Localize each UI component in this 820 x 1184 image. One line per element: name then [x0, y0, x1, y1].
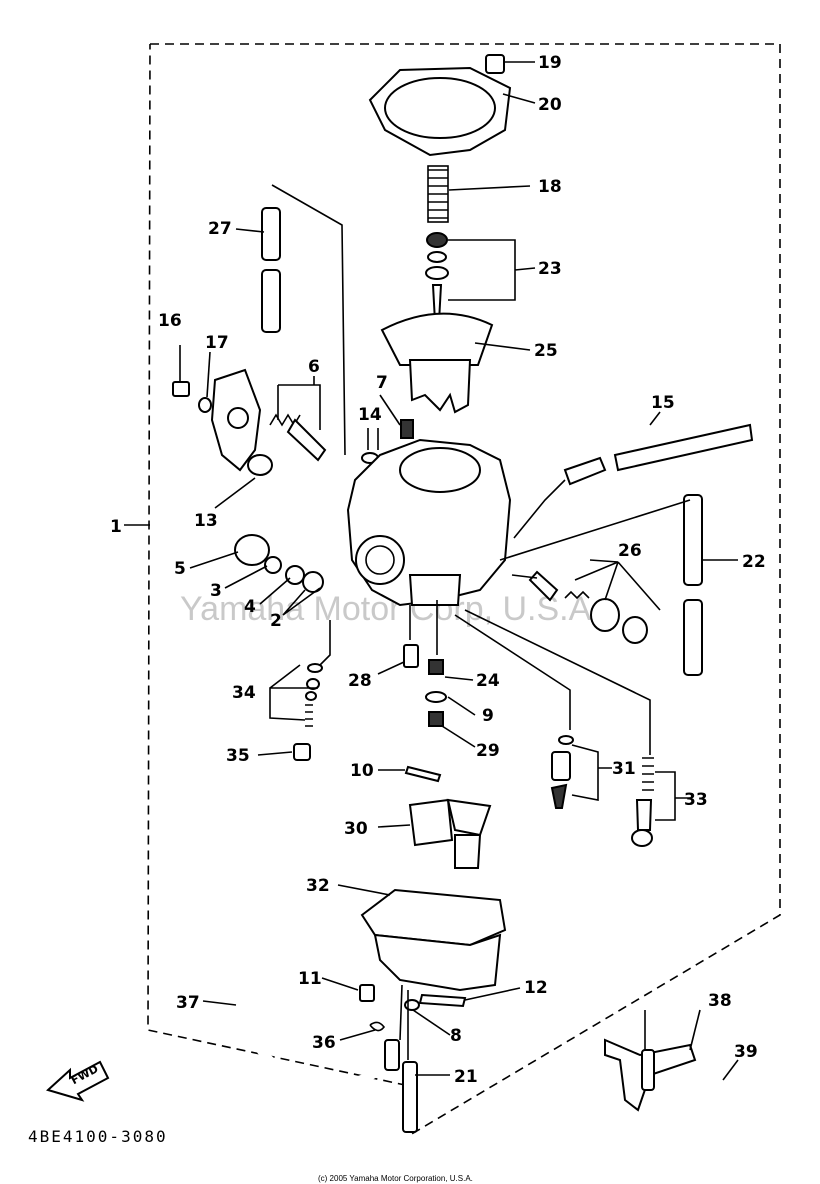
callout-33: 33 — [684, 790, 708, 810]
callout-39: 39 — [734, 1042, 758, 1062]
callout-3: 3 — [210, 581, 222, 601]
callout-30: 30 — [344, 819, 368, 839]
callout-labels: 19 20 18 23 27 25 16 17 6 7 14 15 13 1 2… — [110, 53, 766, 1087]
callout-4: 4 — [244, 597, 256, 617]
callout-32: 32 — [306, 876, 330, 896]
callout-34: 34 — [232, 683, 256, 703]
callout-21: 21 — [454, 1067, 478, 1087]
callout-7: 7 — [376, 373, 388, 393]
part-code: 4BE4100-3080 — [28, 1127, 168, 1146]
callout-9: 9 — [482, 706, 494, 726]
callout-25: 25 — [534, 341, 558, 361]
callout-18: 18 — [538, 177, 562, 197]
callout-11: 11 — [298, 969, 322, 989]
callout-37: 37 — [176, 993, 200, 1013]
callout-26: 26 — [618, 541, 642, 561]
callout-27: 27 — [208, 219, 232, 239]
callout-22: 22 — [742, 552, 766, 572]
callout-38: 38 — [708, 991, 732, 1011]
assembly-frame — [147, 43, 781, 1137]
callout-2: 2 — [270, 611, 282, 631]
callout-24: 24 — [476, 671, 500, 691]
callout-13: 13 — [194, 511, 218, 531]
callout-28: 28 — [348, 671, 372, 691]
callout-6: 6 — [308, 357, 320, 377]
callout-15: 15 — [651, 393, 675, 413]
callout-1: 1 — [110, 517, 122, 537]
callout-23: 23 — [538, 259, 562, 279]
callout-20: 20 — [538, 95, 562, 115]
leader-lines — [124, 61, 739, 1081]
callout-17: 17 — [205, 333, 229, 353]
callout-31: 31 — [612, 759, 636, 779]
callout-36: 36 — [312, 1033, 336, 1053]
copyright: (c) 2005 Yamaha Motor Corporation, U.S.A… — [318, 1174, 473, 1183]
callout-29: 29 — [476, 741, 500, 761]
callout-19: 19 — [538, 53, 562, 73]
callout-16: 16 — [158, 311, 182, 331]
callout-14: 14 — [358, 405, 382, 425]
callout-12: 12 — [524, 978, 548, 998]
callout-10: 10 — [350, 761, 374, 781]
fwd-arrow: FWD — [46, 1060, 110, 1102]
callout-5: 5 — [174, 559, 186, 579]
callout-35: 35 — [226, 746, 250, 766]
part-drawings — [172, 54, 754, 1133]
callout-8: 8 — [450, 1026, 462, 1046]
